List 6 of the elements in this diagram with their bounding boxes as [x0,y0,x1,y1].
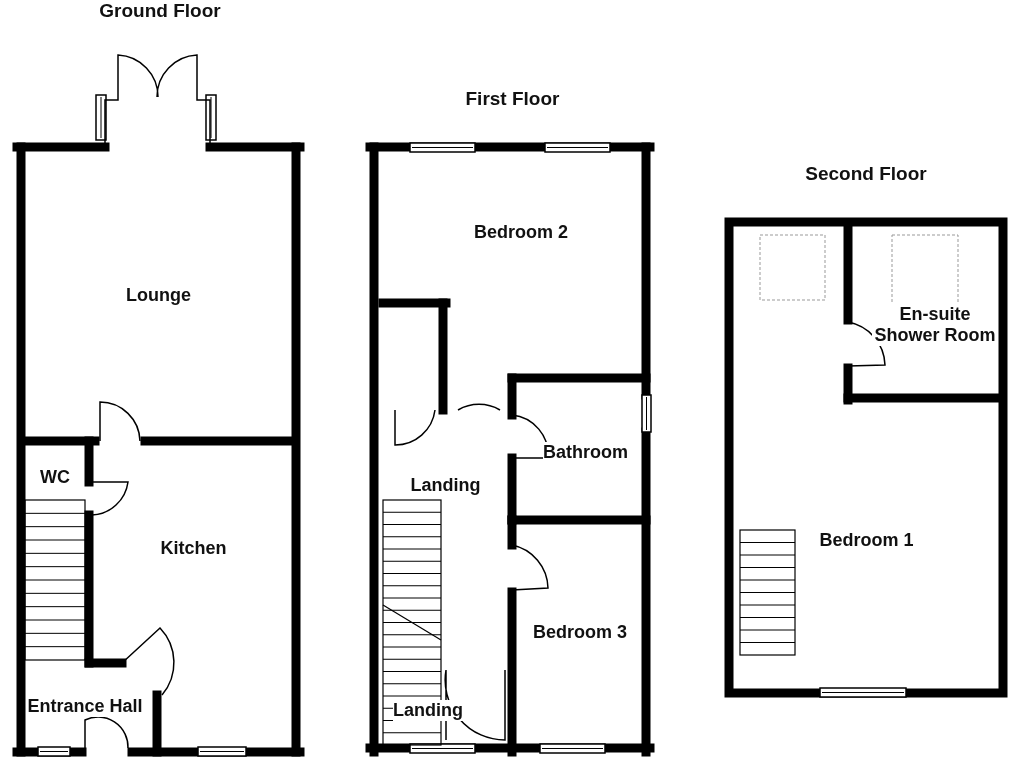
room-label: Landing [393,699,463,721]
floor-title: Second Floor [804,163,928,185]
room-label: Entrance Hall [27,696,143,717]
floor-title: Ground Floor [98,0,222,22]
floor-title: First Floor [464,88,561,110]
room-label: En-suite Shower Room [872,304,998,346]
